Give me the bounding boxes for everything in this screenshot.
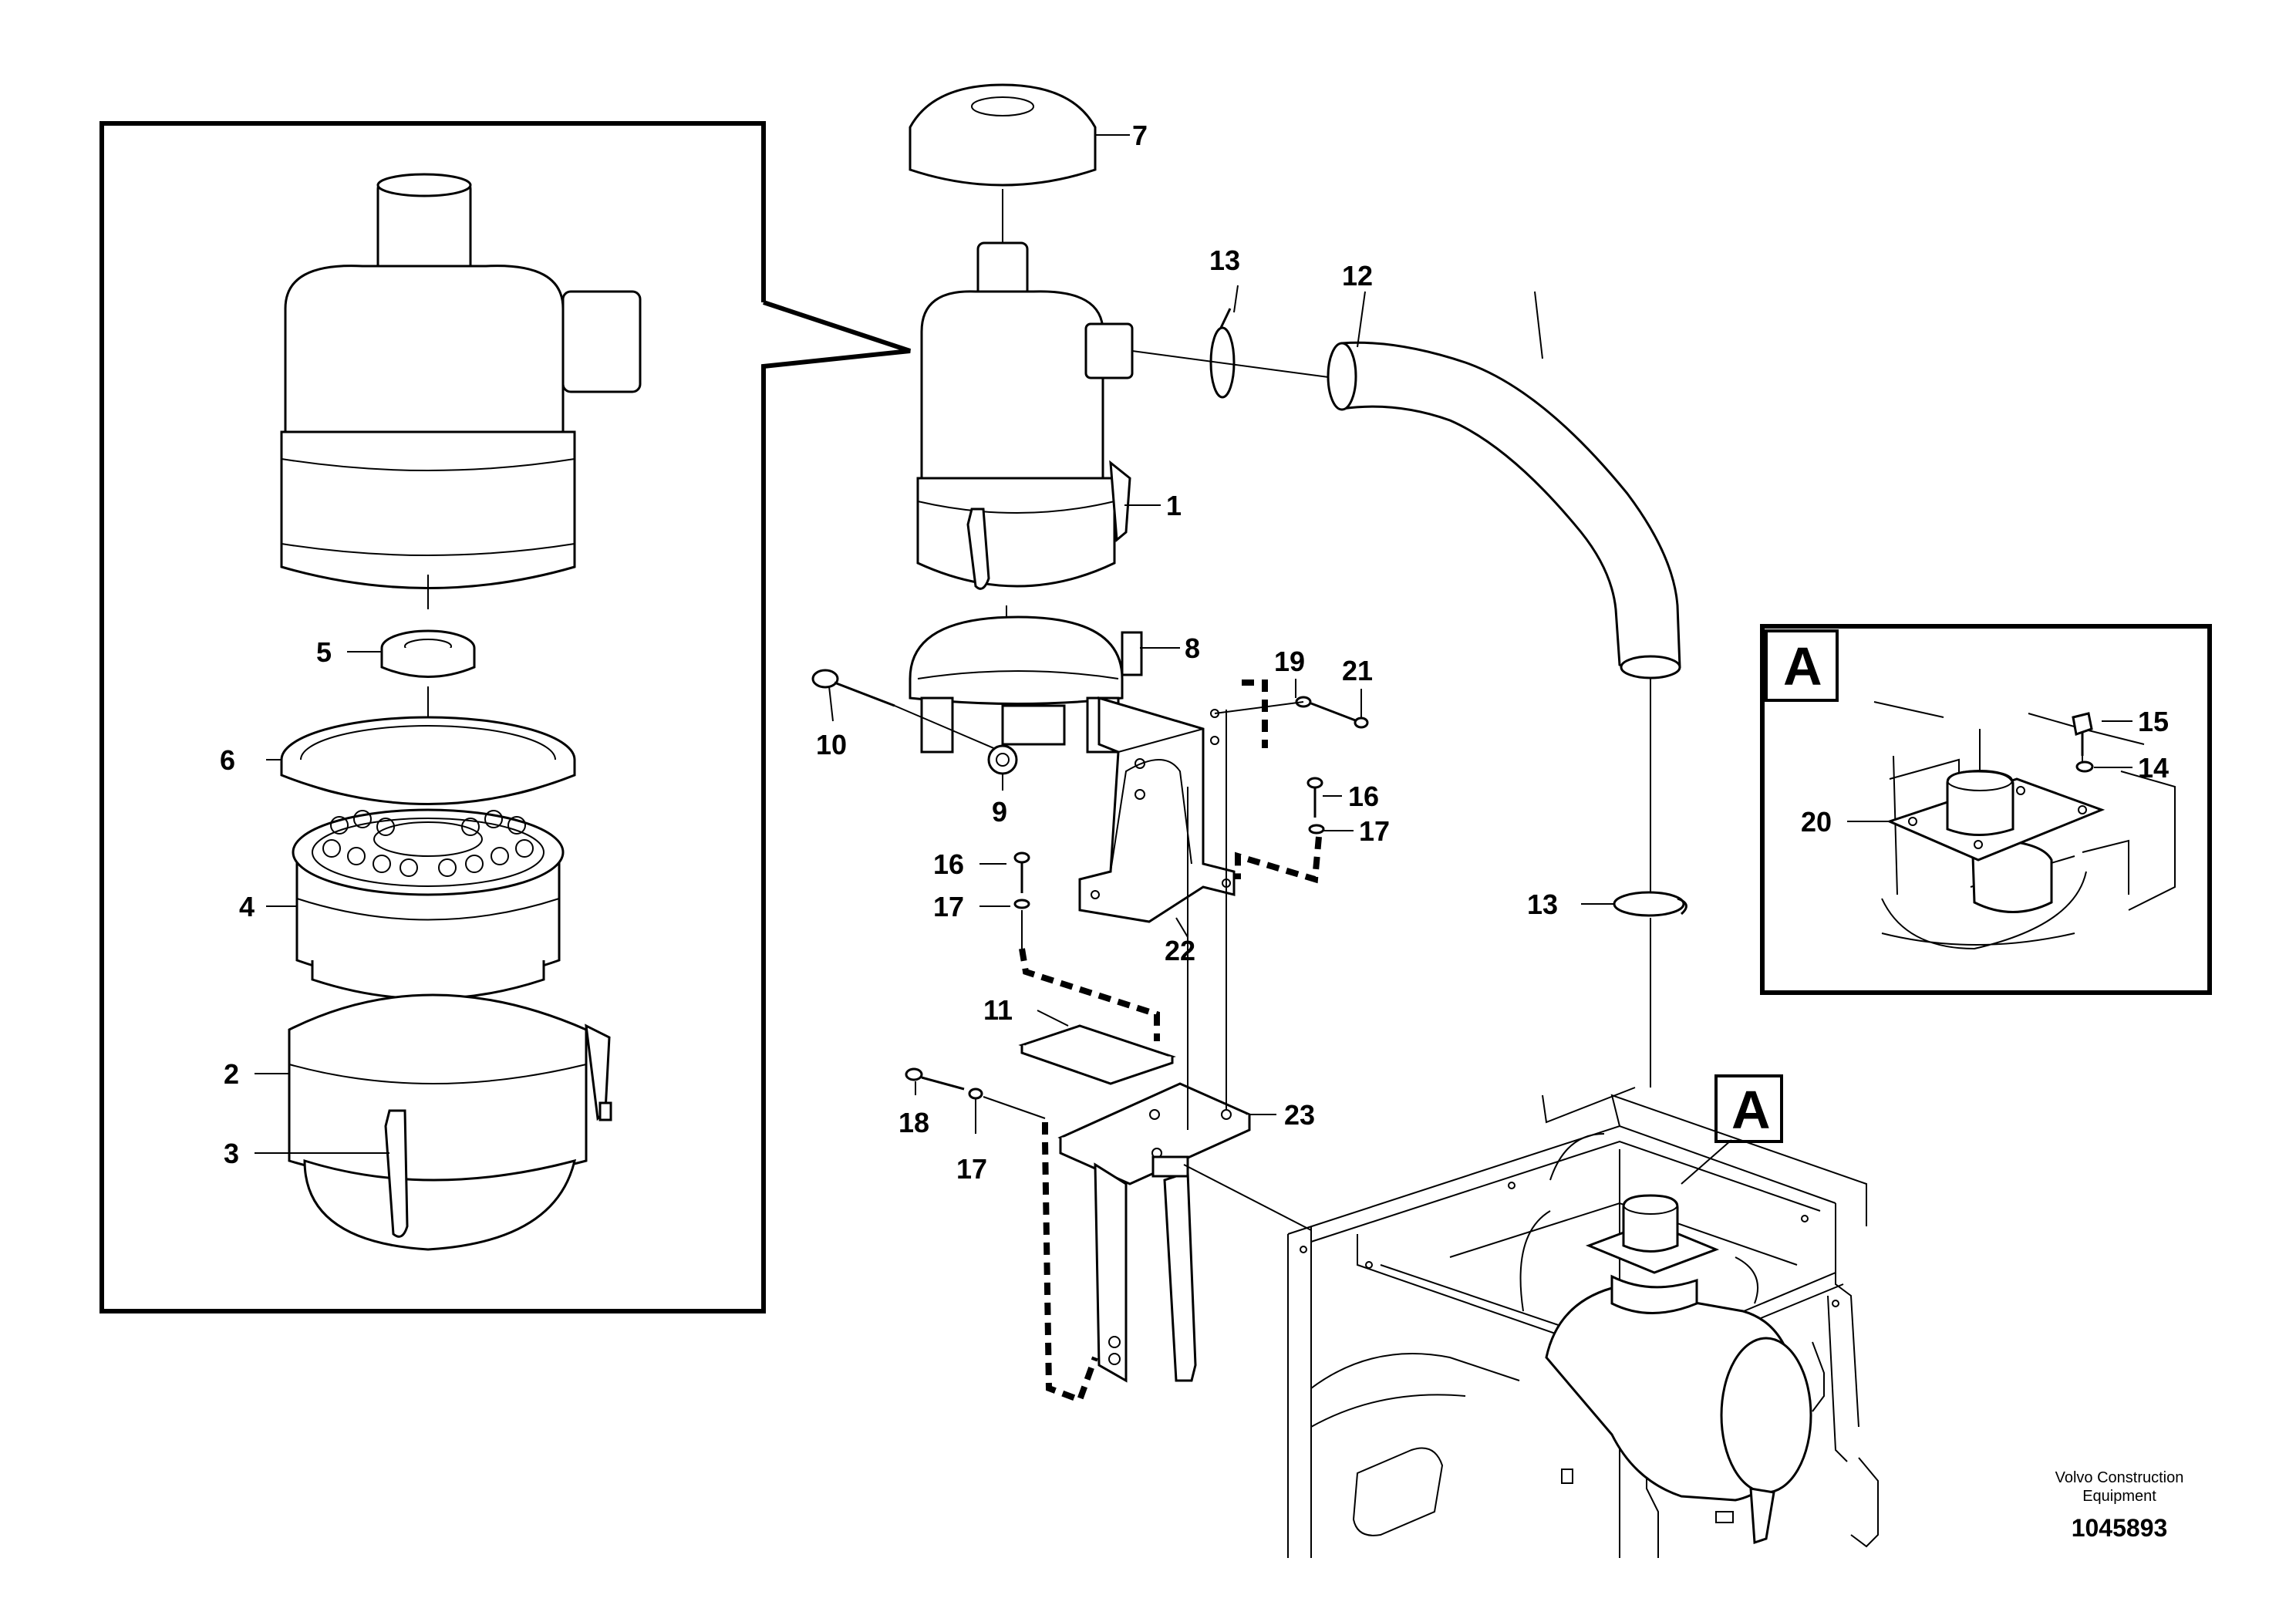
callout-13-upper: 13	[1209, 244, 1240, 276]
callout-19: 19	[1274, 646, 1305, 677]
washer-part-14	[2075, 760, 2094, 773]
footer: Volvo Construction Equipment 1045893	[2055, 1469, 2184, 1542]
seal-ring-part-5	[380, 629, 476, 678]
callout-18: 18	[899, 1107, 929, 1138]
bracket-plate-part-23	[1057, 1082, 1253, 1383]
callout-13-lower: 13	[1527, 889, 1558, 920]
bracket-part-22	[1078, 696, 1236, 923]
callout-3: 3	[224, 1138, 239, 1169]
callout-16-right: 16	[1348, 781, 1379, 812]
callout-15: 15	[2138, 706, 2169, 737]
screw-part-16-left	[1013, 851, 1030, 893]
callout-23: 23	[1284, 1099, 1315, 1131]
dust-cup-part-2	[288, 993, 588, 1251]
detail-marker-a	[1681, 1074, 1783, 1185]
maker-line-1: Volvo Construction	[2055, 1469, 2184, 1486]
cover-plate-part-11	[1018, 1024, 1176, 1085]
engine-cylinder	[1545, 1286, 1812, 1545]
detail-marker-letter: A	[1731, 1080, 1771, 1140]
callout-17-lower: 17	[956, 1153, 987, 1185]
bolt-part-15	[2072, 712, 2093, 756]
callout-1: 1	[1166, 490, 1182, 521]
maker-line-2: Equipment	[2082, 1488, 2156, 1505]
air-cleaner-part-1	[916, 241, 1134, 590]
bolt-part-10	[811, 669, 1003, 753]
callout-22: 22	[1165, 935, 1195, 966]
washer-part-17-lower	[968, 1088, 983, 1100]
callout-10: 10	[816, 729, 847, 760]
machine-frame	[1287, 1087, 1879, 1558]
nut-part-9	[987, 744, 1018, 775]
callout-12: 12	[1342, 260, 1373, 292]
callout-16-left: 16	[933, 848, 964, 880]
callout-4: 4	[239, 891, 255, 922]
latch-part-3	[384, 1023, 612, 1238]
detail-box-letter: A	[1783, 636, 1822, 696]
callout-labels: 7 1 8 13 12 19 21 16 17 10 9 16 17 22 11…	[220, 120, 2169, 1185]
callout-leaders	[255, 134, 2132, 1154]
air-cleaner-housing-exploded	[280, 173, 642, 609]
hose-part-12	[1327, 341, 1681, 679]
callout-6: 6	[220, 744, 235, 776]
washer-part-17-left	[1013, 899, 1030, 909]
callout-21: 21	[1342, 655, 1373, 686]
callout-11: 11	[983, 994, 1013, 1026]
exploded-view-frame	[99, 121, 911, 1313]
detail-view-a	[1760, 624, 2212, 995]
callout-2: 2	[224, 1058, 239, 1090]
callout-14: 14	[2138, 752, 2169, 784]
callout-7: 7	[1132, 120, 1148, 151]
screw-part-21	[1310, 702, 1369, 729]
callout-9: 9	[992, 796, 1007, 828]
callout-17-right: 17	[1359, 815, 1390, 847]
callout-5: 5	[316, 636, 332, 668]
washer-part-17-right	[1308, 824, 1325, 835]
intake-adapter-on-frame	[1585, 1194, 1720, 1314]
clamp-part-13-upper	[1209, 308, 1236, 399]
callout-8: 8	[1185, 632, 1200, 664]
clamp-part-13-lower	[1613, 891, 1687, 917]
bolt-part-18	[905, 1067, 965, 1091]
callout-17-left: 17	[933, 891, 964, 922]
screw-part-16-right	[1306, 777, 1323, 818]
filter-element-part-4	[292, 808, 565, 1000]
document-number: 1045893	[2072, 1514, 2168, 1542]
filter-holes	[322, 810, 534, 877]
rain-cap-part-7	[909, 83, 1097, 187]
callout-20: 20	[1801, 806, 1832, 838]
gasket-part-6	[280, 716, 576, 805]
